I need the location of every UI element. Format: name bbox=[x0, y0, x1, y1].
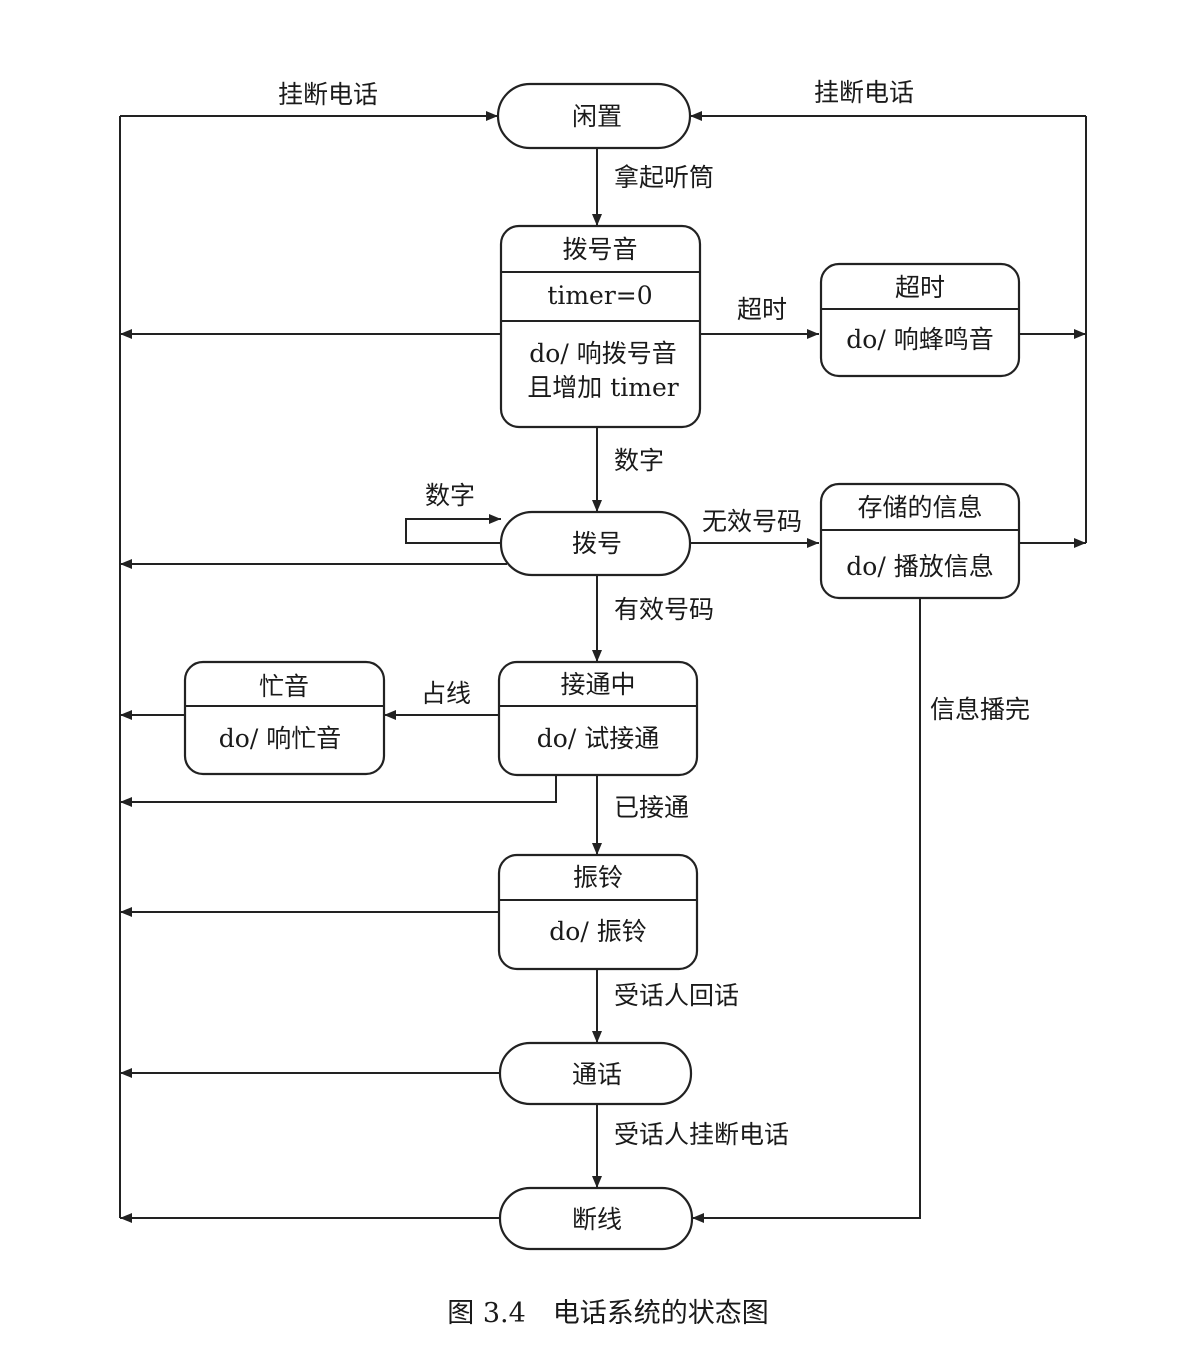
state-talking-name: 通话 bbox=[572, 1060, 622, 1089]
state-ringing-action: do/ 振铃 bbox=[549, 917, 646, 946]
arrow-connecting-to-left-bus bbox=[120, 775, 557, 807]
state-busy-action: do/ 响忙音 bbox=[219, 724, 341, 753]
label-pickup: 拿起听筒 bbox=[614, 163, 714, 192]
state-dialing: 拨号 bbox=[499, 510, 692, 577]
state-connecting: 接通中 do/ 试接通 bbox=[497, 660, 699, 777]
state-recorded-message: 存储的信息 do/ 播放信息 bbox=[819, 482, 1021, 600]
state-recorded-name: 存储的信息 bbox=[857, 493, 982, 522]
label-valid-number: 有效号码 bbox=[614, 595, 714, 624]
state-timeout: 超时 do/ 响蜂鸣音 bbox=[819, 262, 1021, 378]
state-dialtone-name: 拨号音 bbox=[562, 235, 637, 264]
label-callee-hangs-up: 受话人挂断电话 bbox=[614, 1120, 789, 1149]
arrow-digit-self-loop bbox=[405, 514, 501, 544]
state-idle-name: 闲置 bbox=[572, 102, 622, 131]
label-hangup-right: 挂断电话 bbox=[814, 78, 914, 107]
state-dialtone-action-1: do/ 响拨号音 bbox=[529, 339, 676, 368]
label-invalid-number: 无效号码 bbox=[702, 507, 802, 536]
state-connecting-name: 接通中 bbox=[560, 670, 635, 699]
label-message-done: 信息播完 bbox=[930, 695, 1030, 724]
label-callee-answers: 受话人回话 bbox=[614, 981, 739, 1010]
figure-caption: 图 3.4 电话系统的状态图 bbox=[447, 1298, 769, 1329]
state-ringing-name: 振铃 bbox=[573, 863, 623, 892]
state-timeout-name: 超时 bbox=[895, 273, 945, 302]
label-timeout: 超时 bbox=[737, 295, 787, 324]
state-talking: 通话 bbox=[498, 1041, 693, 1106]
label-digit-self: 数字 bbox=[425, 481, 475, 510]
label-busy-line: 占线 bbox=[421, 679, 471, 708]
state-busy-tone: 忙音 do/ 响忙音 bbox=[183, 660, 386, 776]
transition-labels: 挂断电话 挂断电话 拿起听筒 超时 数字 数字 无效号码 有效号码 占线 信息播… bbox=[278, 78, 1030, 1149]
state-recorded-action: do/ 播放信息 bbox=[846, 552, 993, 581]
state-disconnected-name: 断线 bbox=[572, 1205, 622, 1234]
label-digit-down: 数字 bbox=[614, 446, 664, 475]
state-dialtone: 拨号音 timer=0 do/ 响拨号音 且增加 timer bbox=[499, 224, 702, 429]
label-hangup-left: 挂断电话 bbox=[278, 80, 378, 109]
state-dialtone-action-2: 且增加 timer bbox=[527, 373, 678, 402]
state-timeout-action: do/ 响蜂鸣音 bbox=[846, 325, 993, 354]
state-idle: 闲置 bbox=[496, 82, 692, 150]
state-connecting-action: do/ 试接通 bbox=[537, 724, 659, 753]
connectors bbox=[119, 111, 1087, 1223]
state-dialtone-var: timer=0 bbox=[547, 281, 652, 310]
label-connected: 已接通 bbox=[614, 793, 689, 822]
state-disconnected: 断线 bbox=[498, 1186, 694, 1251]
state-dialing-name: 拨号 bbox=[572, 529, 622, 558]
arrow-message-done bbox=[692, 598, 921, 1223]
state-ringing: 振铃 do/ 振铃 bbox=[497, 853, 699, 971]
state-busy-name: 忙音 bbox=[259, 672, 309, 701]
